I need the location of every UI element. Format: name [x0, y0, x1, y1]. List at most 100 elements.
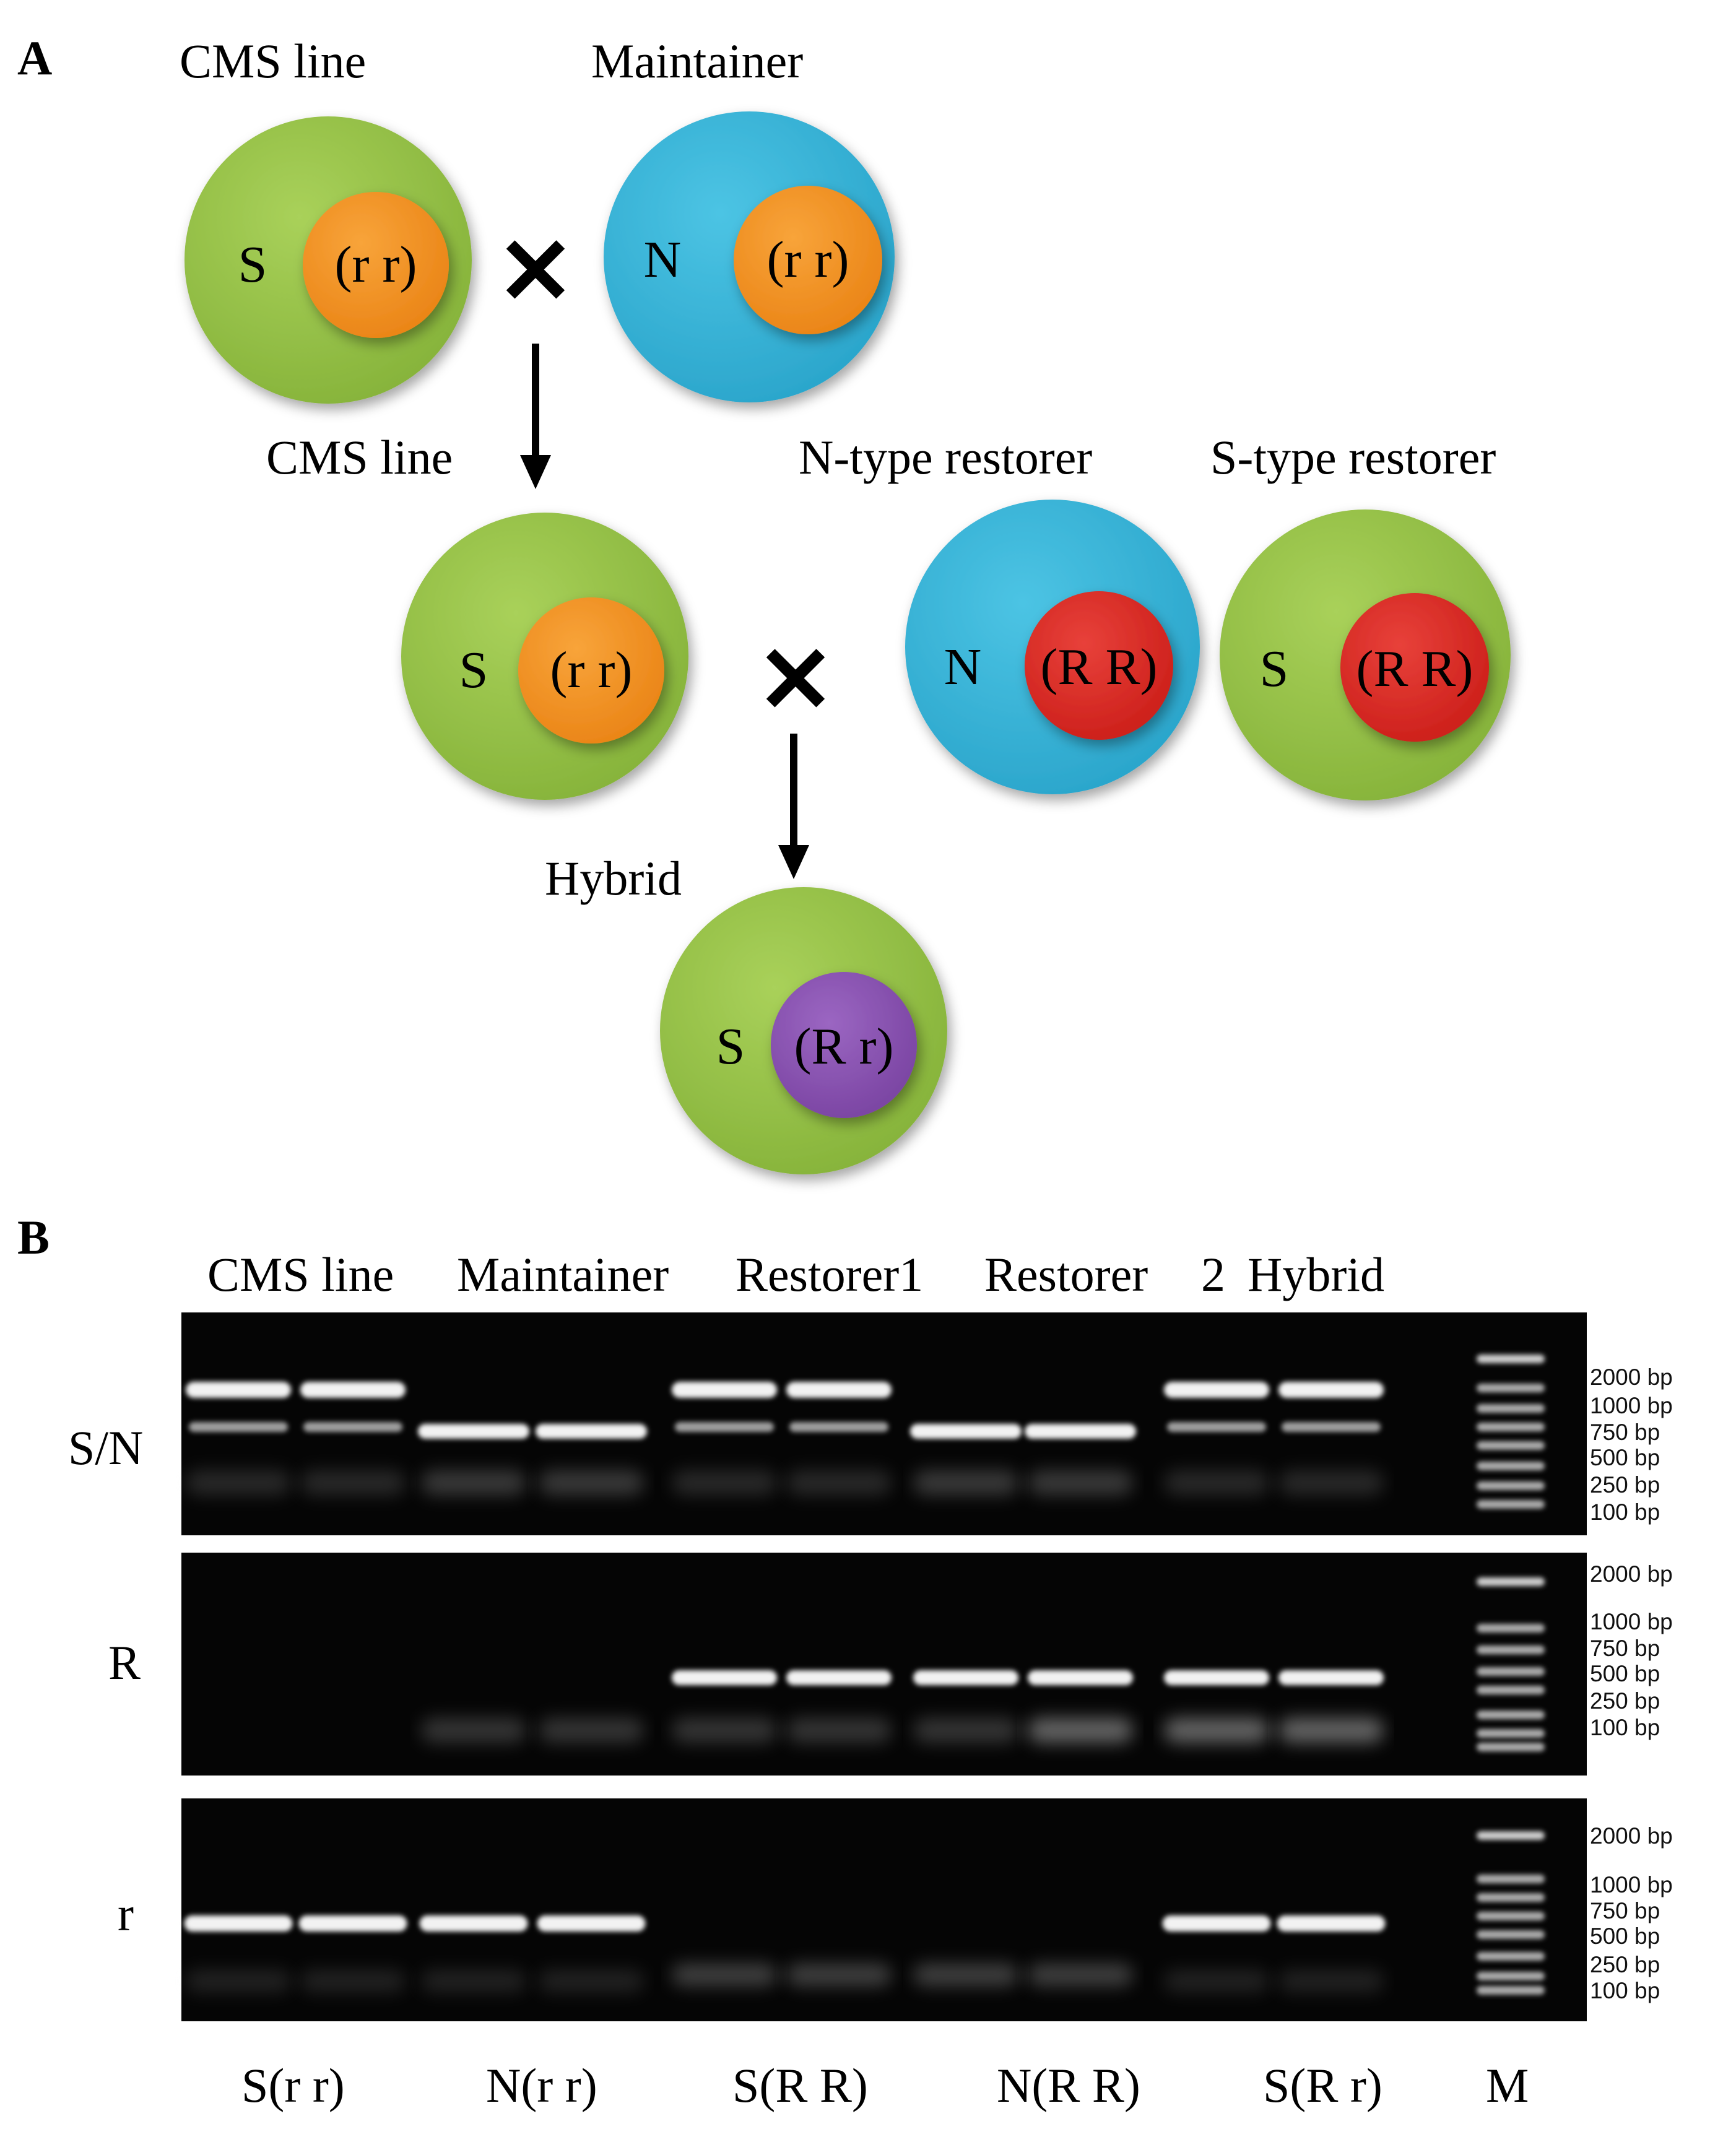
gel-sn: [181, 1312, 1587, 1535]
ladder-label: 750 bp: [1590, 1898, 1660, 1923]
gel-band: [786, 1718, 892, 1743]
row-label-sn: S/N: [68, 1421, 143, 1475]
gel-r: [181, 1553, 1587, 1776]
gel-band: [537, 1915, 646, 1932]
gel-band: [672, 1470, 777, 1495]
nucleus-circle: [303, 192, 449, 338]
nucleus-label: (r r): [335, 236, 417, 293]
gel-band: [786, 1470, 892, 1495]
gel-band: [1477, 1500, 1545, 1509]
ladder-labels-gel-3: 2000 bp 1000 bp 750 bp 500 bp 250 bp 100…: [1590, 1823, 1673, 2003]
gel-band: [1277, 1915, 1386, 1932]
ladder-label: 750 bp: [1590, 1636, 1660, 1661]
ladder-label: 500 bp: [1590, 1445, 1660, 1470]
ladder-label: 1000 bp: [1590, 1393, 1673, 1418]
genotype-label-n-RR: N(R R): [997, 2058, 1140, 2112]
gel-band: [672, 1670, 777, 1685]
ladder-label: 250 bp: [1590, 1952, 1660, 1977]
gel-band: [421, 1470, 526, 1495]
gel-band: [1477, 1355, 1545, 1363]
nucleus-label: (R r): [794, 1018, 894, 1075]
ladder-label: 250 bp: [1590, 1472, 1660, 1498]
gel-band: [1477, 1624, 1545, 1633]
gel-band: [913, 1670, 1018, 1685]
ladder-label: 1000 bp: [1590, 1609, 1673, 1634]
gel-band: [1477, 1743, 1545, 1751]
panel-a-label: A: [17, 31, 52, 85]
heading-maintainer: Maintainer: [591, 34, 803, 88]
gel-band: [1278, 1470, 1384, 1495]
ladder-label: 2000 bp: [1590, 1561, 1673, 1587]
group-label-cms-line: CMS line: [207, 1247, 394, 1301]
gel-band: [675, 1422, 774, 1432]
gel-band: [1477, 1441, 1545, 1450]
gel-band: [1477, 1462, 1545, 1470]
gel-band: [300, 1382, 406, 1398]
ladder-labels-gel-2: 2000 bp 1000 bp 750 bp 500 bp 250 bp 100…: [1590, 1561, 1673, 1740]
gel-band: [1477, 1404, 1545, 1413]
genotype-label-marker: M: [1486, 2058, 1529, 2112]
gel-band: [186, 1970, 291, 1992]
gel-band: [300, 1970, 406, 1992]
gel-band: [1477, 1384, 1545, 1392]
ladder-label: 100 bp: [1590, 1715, 1660, 1740]
gel-band: [1164, 1670, 1269, 1685]
ladder-label: 250 bp: [1590, 1688, 1660, 1714]
group-label-restorer: Restorer: [984, 1247, 1148, 1301]
gel-band: [421, 1970, 526, 1992]
nucleus-label: (R R): [1356, 640, 1473, 698]
gel-r-lower: [181, 1798, 1587, 2021]
gel-band: [1028, 1470, 1133, 1495]
gel-band: [539, 1970, 644, 1992]
panel-b-label: B: [17, 1210, 50, 1264]
ladder-label: 100 bp: [1590, 1978, 1660, 2003]
cell-maintainer: N (r r): [604, 111, 895, 402]
ladder-label: 2000 bp: [1590, 1823, 1673, 1849]
gel-band: [1477, 1912, 1545, 1920]
gel-band: [672, 1964, 777, 1986]
group-label-hybrid: Hybrid: [1248, 1247, 1384, 1301]
gel-band: [539, 1470, 644, 1495]
gel-band: [913, 1470, 1018, 1495]
gel-band: [786, 1964, 892, 1986]
gel-background: [181, 1553, 1587, 1776]
gel-band: [1164, 1382, 1269, 1398]
gel-band: [539, 1718, 644, 1743]
row-label-r: R: [108, 1636, 141, 1689]
gel-band: [1477, 1831, 1545, 1840]
gel-band: [1477, 1711, 1545, 1719]
gel-band: [1028, 1964, 1133, 1986]
arrow-2: [778, 734, 809, 879]
ladder-label: 500 bp: [1590, 1923, 1660, 1949]
row-label-r-lower: r: [118, 1887, 134, 1941]
gel-band: [1477, 1646, 1545, 1654]
gel-band: [1162, 1915, 1271, 1932]
group-label-maintainer: Maintainer: [457, 1247, 669, 1301]
group-label-2: 2: [1201, 1247, 1225, 1301]
ladder-label: 500 bp: [1590, 1661, 1660, 1686]
gel-band: [1028, 1718, 1133, 1743]
cytoplasm-label: S: [1260, 640, 1289, 698]
heading-hybrid: Hybrid: [545, 851, 682, 905]
ladder-label: 2000 bp: [1590, 1364, 1673, 1390]
gel-band: [910, 1424, 1022, 1439]
gel-band: [1164, 1970, 1269, 1992]
gel-band: [1167, 1422, 1266, 1432]
gel-band: [300, 1470, 406, 1495]
cytoplasm-label: N: [944, 638, 982, 696]
genotype-label-s-RR: S(R R): [732, 2058, 868, 2112]
gel-band: [1477, 1667, 1545, 1676]
heading-s-type-restorer: S-type restorer: [1210, 430, 1496, 484]
gel-band: [536, 1424, 647, 1439]
gel-band: [1278, 1670, 1384, 1685]
heading-cms-line-2: CMS line: [266, 430, 453, 484]
gel-band: [786, 1382, 892, 1398]
nucleus-label: (r r): [550, 641, 633, 699]
gel-band: [186, 1470, 291, 1495]
heading-cms-line: CMS line: [180, 34, 366, 88]
cytoplasm-label: N: [644, 231, 682, 288]
gel-band: [1278, 1970, 1384, 1992]
cytoplasm-label: S: [459, 641, 488, 699]
cell-cms-mid: S (r r): [401, 513, 688, 800]
